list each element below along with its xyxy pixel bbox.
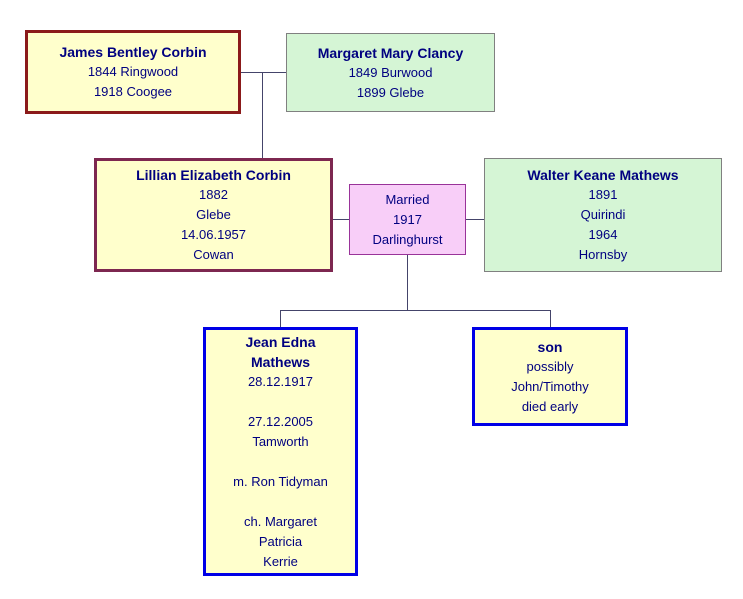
person-detail: 1918 Coogee	[93, 84, 173, 99]
person-detail: 1964	[588, 227, 618, 242]
marriage-detail: 1917	[393, 211, 422, 227]
connector-to-son	[550, 310, 551, 327]
person-detail: 1891	[588, 187, 618, 202]
person-name: son	[537, 338, 563, 355]
person-box-walter-keane-mathews: Walter Keane Mathews 1891 Quirindi 1964 …	[484, 158, 722, 272]
person-detail: Glebe	[196, 207, 231, 222]
marriage-detail: Married	[385, 191, 430, 207]
marriage-box: Married 1917 Darlinghurst	[349, 184, 466, 255]
connector-married-children	[407, 255, 408, 310]
connector-lillian-married	[333, 219, 349, 220]
person-box-margaret-mary-clancy: Margaret Mary Clancy 1849 Burwood 1899 G…	[286, 33, 495, 112]
connector-parents-lillian	[262, 72, 263, 158]
person-detail: 28.12.1917	[247, 373, 314, 389]
person-detail: Hornsby	[578, 247, 628, 262]
person-box-lillian-elizabeth-corbin: Lillian Elizabeth Corbin 1882 Glebe 14.0…	[94, 158, 333, 272]
person-detail: Tamworth	[252, 433, 309, 449]
person-detail: 1844 Ringwood	[87, 64, 179, 79]
person-box-jean-edna-mathews: Jean Edna Mathews 28.12.1917 27.12.2005 …	[203, 327, 358, 576]
person-detail: Kerrie	[263, 553, 298, 569]
person-name: James Bentley Corbin	[59, 44, 207, 60]
person-detail: 14.06.1957	[180, 227, 247, 242]
person-name: Lillian Elizabeth Corbin	[136, 167, 291, 183]
person-box-james-bentley-corbin: James Bentley Corbin 1844 Ringwood 1918 …	[25, 30, 241, 114]
person-detail: Cowan	[193, 247, 234, 262]
person-detail: John/Timothy	[511, 378, 589, 394]
person-detail: 27.12.2005	[247, 413, 314, 429]
person-name: Walter Keane Mathews	[527, 167, 679, 183]
connector-married-walter	[466, 219, 484, 220]
person-detail: possibly	[526, 358, 574, 374]
connector-james-margaret	[241, 72, 286, 73]
person-name: Mathews	[250, 353, 311, 370]
person-detail: m. Ron Tidyman	[233, 473, 328, 489]
person-detail: died early	[521, 398, 579, 414]
person-name: Jean Edna	[245, 333, 316, 350]
person-detail: 1882	[199, 187, 228, 202]
person-name: Margaret Mary Clancy	[317, 44, 464, 61]
person-detail: Quirindi	[580, 207, 626, 222]
person-box-son: son possibly John/Timothy died early	[472, 327, 628, 426]
person-detail: Patricia	[258, 533, 303, 549]
person-detail: 1849 Burwood	[348, 64, 433, 80]
connector-siblings	[280, 310, 550, 311]
person-detail: ch. Margaret	[244, 513, 317, 529]
person-detail: 1899 Glebe	[356, 84, 425, 100]
connector-to-jean	[280, 310, 281, 327]
marriage-detail: Darlinghurst	[372, 231, 443, 247]
